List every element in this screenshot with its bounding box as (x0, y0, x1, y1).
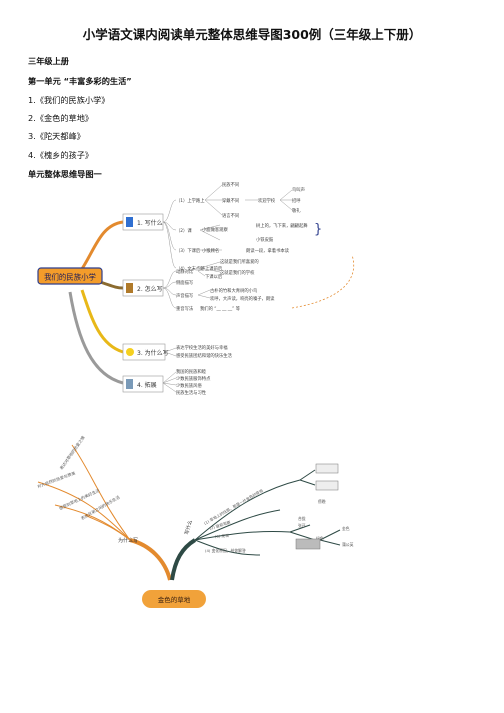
svg-text:我们的 “__ __ __” 等: 我们的 “__ __ __” 等 (200, 305, 241, 312)
box-2 (315, 480, 339, 491)
center-label-1: 我们的民族小学 (44, 273, 96, 282)
center-node-2 (142, 590, 206, 608)
svg-text:张开: 张开 (298, 523, 306, 528)
lesson-2: 2.《金色的草地》 (28, 113, 94, 123)
svg-text:鸟叫声: 鸟叫声 (292, 186, 305, 193)
svg-text:小猴顾名: 小猴顾名 (202, 247, 219, 254)
branch-label-2: 2. 怎么写 (137, 285, 163, 293)
svg-text:对大自然的热爱与赞美: 对大自然的热爱与赞美 (36, 470, 76, 489)
svg-text:金色: 金色 (342, 526, 350, 531)
svg-text:少数民族风俗: 少数民族风俗 (176, 382, 202, 389)
svg-text:(4) 变化原因，给你解答: (4) 变化原因，给你解答 (205, 548, 246, 553)
svg-text:合拢: 合拢 (298, 516, 306, 521)
svg-text:感受民族团结和谐的快乐生活: 感受民族团结和谐的快乐生活 (176, 352, 233, 359)
branch-curve-3 (80, 289, 124, 354)
branch-label-3: 3. 为什么写 (137, 349, 169, 357)
svg-text:（1）上学路上: （1）上学路上 (176, 197, 205, 204)
doc-icon (126, 379, 133, 389)
svg-text:小铁皮鼓: 小铁皮鼓 (256, 236, 274, 243)
svg-text:绿色: 绿色 (316, 536, 324, 541)
center-node-1 (37, 267, 103, 285)
svg-text:敬礼: 敬礼 (292, 207, 301, 214)
svg-text:动静对比: 动静对比 (176, 268, 194, 275)
svg-text:这就是我们的学校: 这就是我们的学校 (220, 269, 255, 276)
lesson-3: 3.《陀天都峰》 (28, 131, 85, 141)
svg-text:(2) 窗前观察: (2) 窗前观察 (209, 519, 231, 531)
branch-what: 写什么 (183, 519, 194, 535)
branch-label-1: 1. 写什么 (137, 219, 163, 227)
svg-text:穿戴不同: 穿戴不同 (222, 197, 239, 204)
svg-text:这就是我们所喜爱的: 这就是我们所喜爱的 (220, 258, 259, 265)
door-icon (126, 283, 133, 293)
svg-text:（3）下课后: （3）下课后 (176, 247, 201, 254)
unit-heading: 第一单元 “丰富多彩的生活” (28, 76, 132, 86)
branch-curve-1 (78, 220, 124, 273)
page-title: 小学语文课内阅读单元整体思维导图300例（三年级上下册） (82, 27, 422, 42)
svg-text:我国的民族和睦: 我国的民族和睦 (176, 368, 207, 375)
brace-icon: } (314, 222, 322, 237)
lightbulb-icon (126, 348, 134, 356)
svg-text:欢迎学校: 欢迎学校 (258, 197, 276, 204)
svg-text:招呼: 招呼 (292, 197, 301, 204)
svg-text:古朴的竹和大青树的小鸟: 古朴的竹和大青树的小鸟 (210, 287, 257, 294)
svg-text:（4）文末点题: （4）文末点题 (176, 265, 205, 272)
trunk-left (129, 538, 172, 581)
branch-why: 为什么写 (118, 537, 138, 544)
book-icon (126, 217, 133, 227)
box-1 (315, 463, 339, 474)
center-label-2: 金色的草地 (158, 595, 191, 604)
lesson-1: 1.《我们的民族小学》 (28, 95, 110, 105)
trunk-right (170, 538, 197, 581)
svg-text:(3) 发现: (3) 发现 (215, 533, 230, 539)
svg-text:上课前后: 上课前后 (205, 265, 223, 272)
svg-text:民族不同: 民族不同 (222, 181, 239, 188)
svg-text:少数民族服饰特点: 少数民族服饰特点 (176, 375, 211, 382)
svg-text:(1) 草地上的玩耍，那是一片金色的草地: (1) 草地上的玩耍，那是一片金色的草地 (203, 488, 264, 526)
svg-text:小鹿做客观察: 小鹿做客观察 (202, 226, 228, 233)
svg-text:树上的，飞下来，翩翩起舞: 树上的，飞下来，翩翩起舞 (256, 222, 308, 229)
lesson-4: 4.《槐乡的孩子》 (28, 150, 94, 160)
grade-heading: 三年级上册 (28, 56, 69, 66)
box-3 (295, 538, 321, 550)
branch-curve-4 (68, 291, 124, 385)
svg-text:语言不同: 语言不同 (222, 212, 239, 219)
svg-text:感受到草地上的美好生活: 感受到草地上的美好生活 (58, 487, 100, 511)
branch-curve-2 (99, 280, 124, 290)
svg-text:蒲公英: 蒲公英 (342, 542, 354, 547)
svg-text:欢呼，大声读，响亮的嗓子，朗读: 欢呼，大声读，响亮的嗓子，朗读 (210, 295, 275, 302)
svg-text:下课以后: 下课以后 (205, 273, 223, 280)
svg-text:侧面描写: 侧面描写 (176, 279, 193, 286)
svg-text:民族生活与习性: 民族生活与习性 (176, 389, 207, 396)
svg-text:朗读一段，拿着书本读: 朗读一段，拿着书本读 (246, 247, 290, 254)
branch-label-4: 4. 拓展 (137, 381, 157, 389)
svg-text:（2）课: （2）课 (176, 227, 192, 234)
svg-text:声音描写: 声音描写 (176, 292, 193, 299)
svg-text:表达对草地的热爱之情: 表达对草地的热爱之情 (58, 434, 86, 470)
svg-text:重音写法: 重音写法 (176, 305, 194, 312)
svg-text:表达学校生活的美好与幸福: 表达学校生活的美好与幸福 (176, 344, 228, 351)
mindmap-heading: 单元整体思维导图一 (28, 169, 102, 179)
svg-text:傍晚: 傍晚 (318, 499, 326, 504)
